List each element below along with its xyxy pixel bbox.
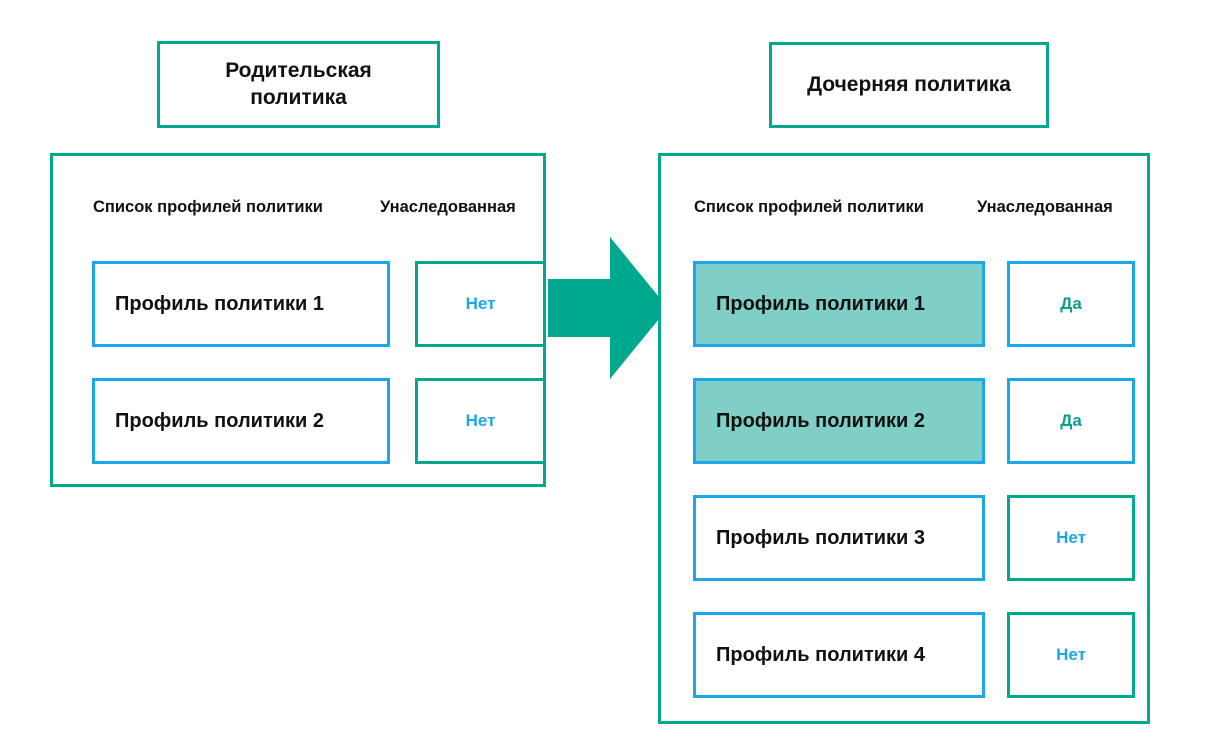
child-column-header-profile-list: Список профилей политики [694, 198, 924, 216]
parent-policy-panel: Список профилей политики Унаследованная … [50, 153, 546, 487]
parent-profile-box-1[interactable]: Профиль политики 1 [92, 261, 390, 347]
table-row[interactable]: Профиль политики 2 Да [693, 378, 1135, 464]
child-column-header-inherited: Унаследованная [977, 198, 1113, 216]
parent-column-header-inherited: Унаследованная [380, 198, 516, 216]
table-row[interactable]: Профиль политики 2 Нет [92, 378, 546, 464]
child-inherited-box-3[interactable]: Нет [1007, 495, 1135, 581]
parent-column-header-profile-list: Список профилей политики [93, 198, 323, 216]
child-profile-box-2[interactable]: Профиль политики 2 [693, 378, 985, 464]
parent-inherited-box-2[interactable]: Нет [415, 378, 546, 464]
child-profile-box-3[interactable]: Профиль политики 3 [693, 495, 985, 581]
parent-column-headers: Список профилей политики Унаследованная [93, 198, 516, 217]
parent-inherited-box-1[interactable]: Нет [415, 261, 546, 347]
child-column-headers: Список профилей политики Унаследованная [694, 198, 1113, 217]
child-inherited-box-4[interactable]: Нет [1007, 612, 1135, 698]
table-row[interactable]: Профиль политики 3 Нет [693, 495, 1135, 581]
child-policy-title: Дочерняя политика [769, 42, 1049, 128]
child-profile-box-1[interactable]: Профиль политики 1 [693, 261, 985, 347]
child-profile-box-4[interactable]: Профиль политики 4 [693, 612, 985, 698]
child-inherited-box-2[interactable]: Да [1007, 378, 1135, 464]
parent-profile-box-2[interactable]: Профиль политики 2 [92, 378, 390, 464]
table-row[interactable]: Профиль политики 1 Нет [92, 261, 546, 347]
table-row[interactable]: Профиль политики 1 Да [693, 261, 1135, 347]
table-row[interactable]: Профиль политики 4 Нет [693, 612, 1135, 698]
arrow-right-icon [548, 237, 668, 379]
child-inherited-box-1[interactable]: Да [1007, 261, 1135, 347]
parent-policy-title: Родительская политика [157, 41, 440, 128]
child-policy-panel: Список профилей политики Унаследованная … [658, 153, 1150, 724]
